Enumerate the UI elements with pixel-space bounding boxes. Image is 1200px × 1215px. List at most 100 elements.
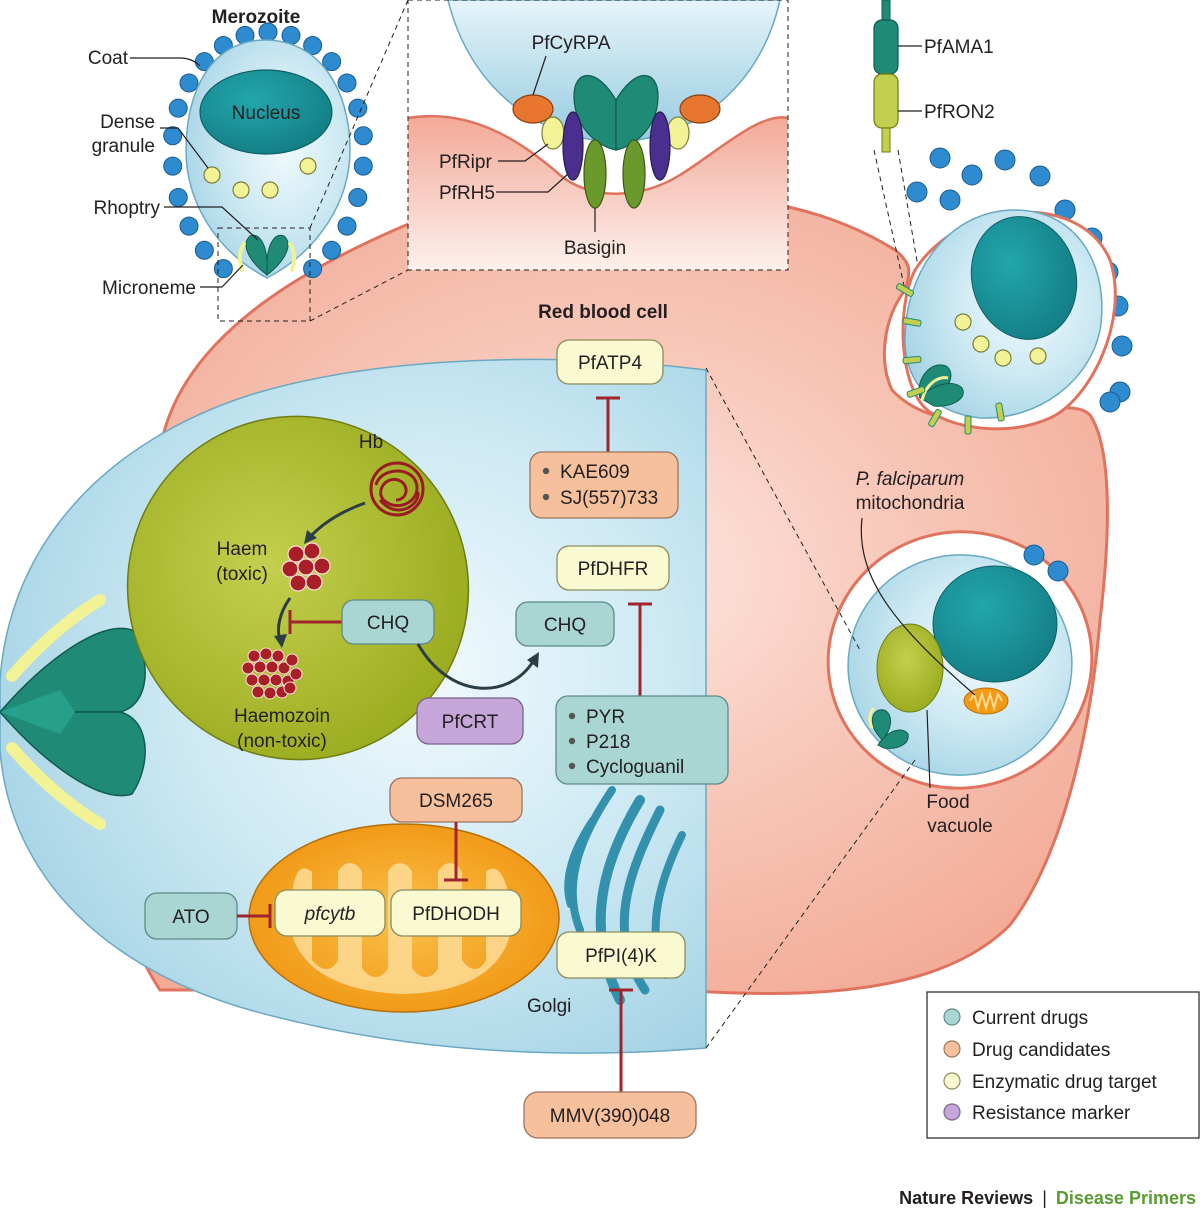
mitochondria-leader	[860, 517, 976, 696]
legend-item-drug-candidates: Drug candidates	[943, 1040, 1110, 1061]
merozoite-nucleus	[199, 69, 333, 155]
dense-granule	[972, 335, 990, 353]
pfatp4-box	[556, 339, 664, 385]
microneme-leader	[200, 264, 244, 288]
pfdhfr-label: PfDHFR	[578, 559, 649, 580]
ama1-ron2-marker	[928, 408, 942, 428]
pfcyrpa-label: PfCyRPA	[532, 33, 611, 54]
mitochondria-label: mitochondria	[856, 493, 965, 514]
coat-bead	[337, 73, 357, 93]
coat-bead	[961, 164, 983, 186]
dense-granule-label-2: granule	[92, 136, 155, 157]
pfpi4k-label: PfPI(4)K	[585, 946, 657, 967]
coat-bead	[168, 188, 188, 208]
coat-bead	[348, 188, 368, 208]
legend-item-enzymatic-drug-target: Enzymatic drug target	[943, 1072, 1158, 1093]
dense-granule	[299, 157, 317, 175]
pfdhfr-inhibition-line	[628, 602, 652, 696]
basigin-label: Basigin	[564, 238, 626, 259]
chq-inside-label: CHQ	[367, 613, 409, 634]
chq-efflux-arrow	[416, 643, 536, 690]
pfdhodh-label: PfDHODH	[412, 904, 500, 925]
pfdhfr-box	[556, 545, 670, 591]
credit-publisher: Nature Reviews	[899, 1188, 1033, 1208]
haem-label: Haem	[217, 539, 268, 560]
pfron2-label: PfRON2	[924, 102, 995, 123]
pfcytb-label: pfcytb	[304, 904, 356, 925]
apical-microneme-lower	[6, 742, 106, 830]
pfdhodh-box	[390, 889, 522, 937]
coat-bead	[194, 240, 214, 260]
chq-box-outside	[515, 601, 615, 647]
pfrh5-label: PfRH5	[439, 183, 495, 204]
haemozoin-nontoxic-label: (non-toxic)	[237, 731, 327, 752]
kae609-label: KAE609	[560, 462, 630, 483]
legend-label: Resistance marker	[972, 1103, 1131, 1124]
mmv-inhibition-line	[609, 988, 633, 1092]
merozoite-coat-beads	[163, 22, 373, 279]
pfalciparum-label: P. falciparum	[856, 469, 964, 490]
coat-leader	[130, 57, 201, 67]
red-blood-cell-label: Red blood cell	[538, 302, 668, 323]
pfcrt-label: PfCRT	[442, 712, 499, 733]
coat-bead	[994, 149, 1016, 171]
chq-inhibition-line	[288, 610, 342, 634]
ama1-ron2-marker	[902, 317, 922, 327]
bullet-icon	[568, 712, 576, 720]
pfcyrpa-leader	[532, 55, 547, 96]
haemozoin-crystal-icon	[241, 647, 303, 700]
dense-granule	[954, 313, 972, 331]
credit-line: Nature Reviews | Disease Primers	[899, 1188, 1196, 1208]
p218-label: P218	[586, 732, 630, 753]
coat-bead	[337, 216, 357, 236]
sj557733-label: SJ(557)733	[560, 488, 658, 509]
dsm265-inhibition-line	[444, 822, 468, 882]
food-vacuole-label-2: vacuole	[927, 816, 993, 837]
zoom-line	[309, 269, 409, 322]
merozoite-zoom-box	[217, 227, 311, 322]
pfripr-leader	[498, 143, 549, 162]
merozoite-title: Merozoite	[212, 7, 301, 28]
golgi-label: Golgi	[527, 996, 571, 1017]
ama1-ron2-marker	[995, 402, 1005, 422]
dense-granule	[994, 349, 1012, 367]
coat-bead	[1047, 560, 1069, 582]
pfatp4-drug-box	[529, 451, 679, 519]
legend-label: Drug candidates	[972, 1040, 1110, 1061]
legend-item-current-drugs: Current drugs	[943, 1008, 1088, 1029]
credit-separator: |	[1042, 1188, 1047, 1208]
haemozoin-label: Haemozoin	[234, 706, 330, 727]
pfdhfr-drug-box	[555, 695, 729, 785]
food-vacuole-label-1: Food	[926, 792, 969, 813]
coat-bead	[322, 52, 342, 72]
dsm265-label: DSM265	[419, 791, 493, 812]
coat-label: Coat	[88, 48, 129, 69]
coat-bead	[929, 147, 951, 169]
bullet-icon	[568, 737, 576, 745]
ama1-ron2-marker	[906, 386, 926, 398]
apical-rhoptry	[0, 627, 146, 797]
coat-bead	[163, 126, 183, 146]
ama1-ron2-marker	[964, 415, 972, 435]
haem-toxic-label: (toxic)	[216, 564, 268, 585]
coat-bead	[303, 259, 323, 279]
small-parasite-nucleus	[932, 565, 1058, 683]
coat-bead	[322, 240, 342, 260]
pyr-label: PYR	[586, 707, 625, 728]
microneme-label: Microneme	[102, 278, 196, 299]
pfripr-label: PfRipr	[439, 152, 492, 173]
coat-bead	[939, 189, 961, 211]
invasion-inset	[407, 0, 789, 271]
coat-bead	[1029, 165, 1051, 187]
pfpi4k-box	[556, 931, 686, 979]
chq-box-inside	[341, 599, 435, 645]
hb-label: Hb	[359, 432, 383, 453]
moving-junction-markers	[895, 283, 1005, 435]
coat-bead	[258, 22, 278, 42]
bullet-icon	[542, 493, 550, 501]
mmv390048-box	[523, 1091, 697, 1139]
dense-granule	[203, 166, 221, 184]
hb-to-haem-arrow	[308, 501, 366, 539]
coat-bead	[179, 73, 199, 93]
pfatp4-inhibition-line	[596, 396, 620, 452]
